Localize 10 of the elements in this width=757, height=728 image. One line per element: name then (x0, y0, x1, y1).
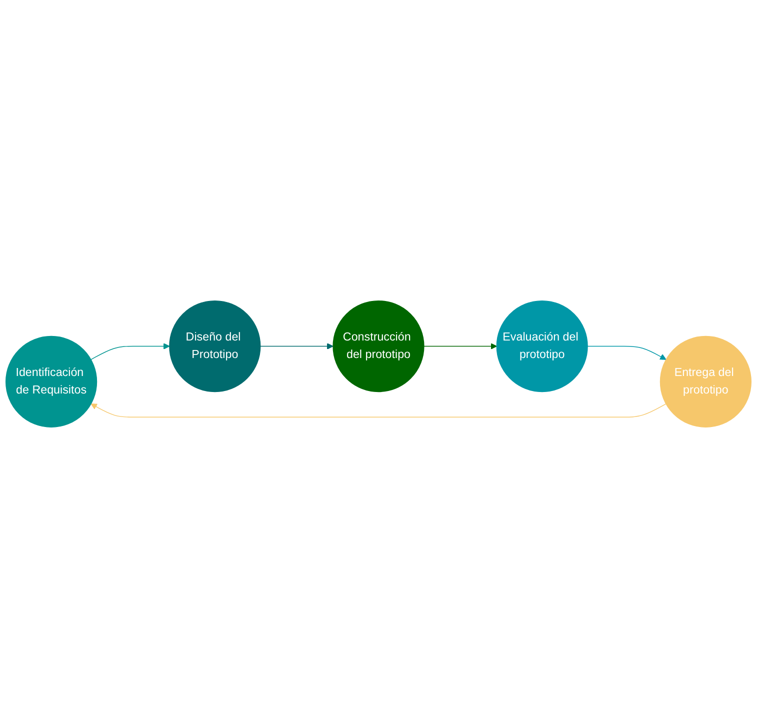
node-circle: Evaluación del prototipo (496, 300, 588, 392)
arrow (90, 403, 666, 418)
node-circle: Entrega del prototipo (660, 336, 752, 428)
node-circle: Construcción del prototipo (332, 300, 424, 392)
arrow (587, 346, 666, 360)
arrow (260, 343, 334, 350)
arrow (90, 343, 170, 360)
arrow (424, 343, 497, 350)
node-circle: Diseño del Prototipo (169, 300, 261, 392)
node-circle: Identificación de Requisitos (6, 336, 98, 428)
